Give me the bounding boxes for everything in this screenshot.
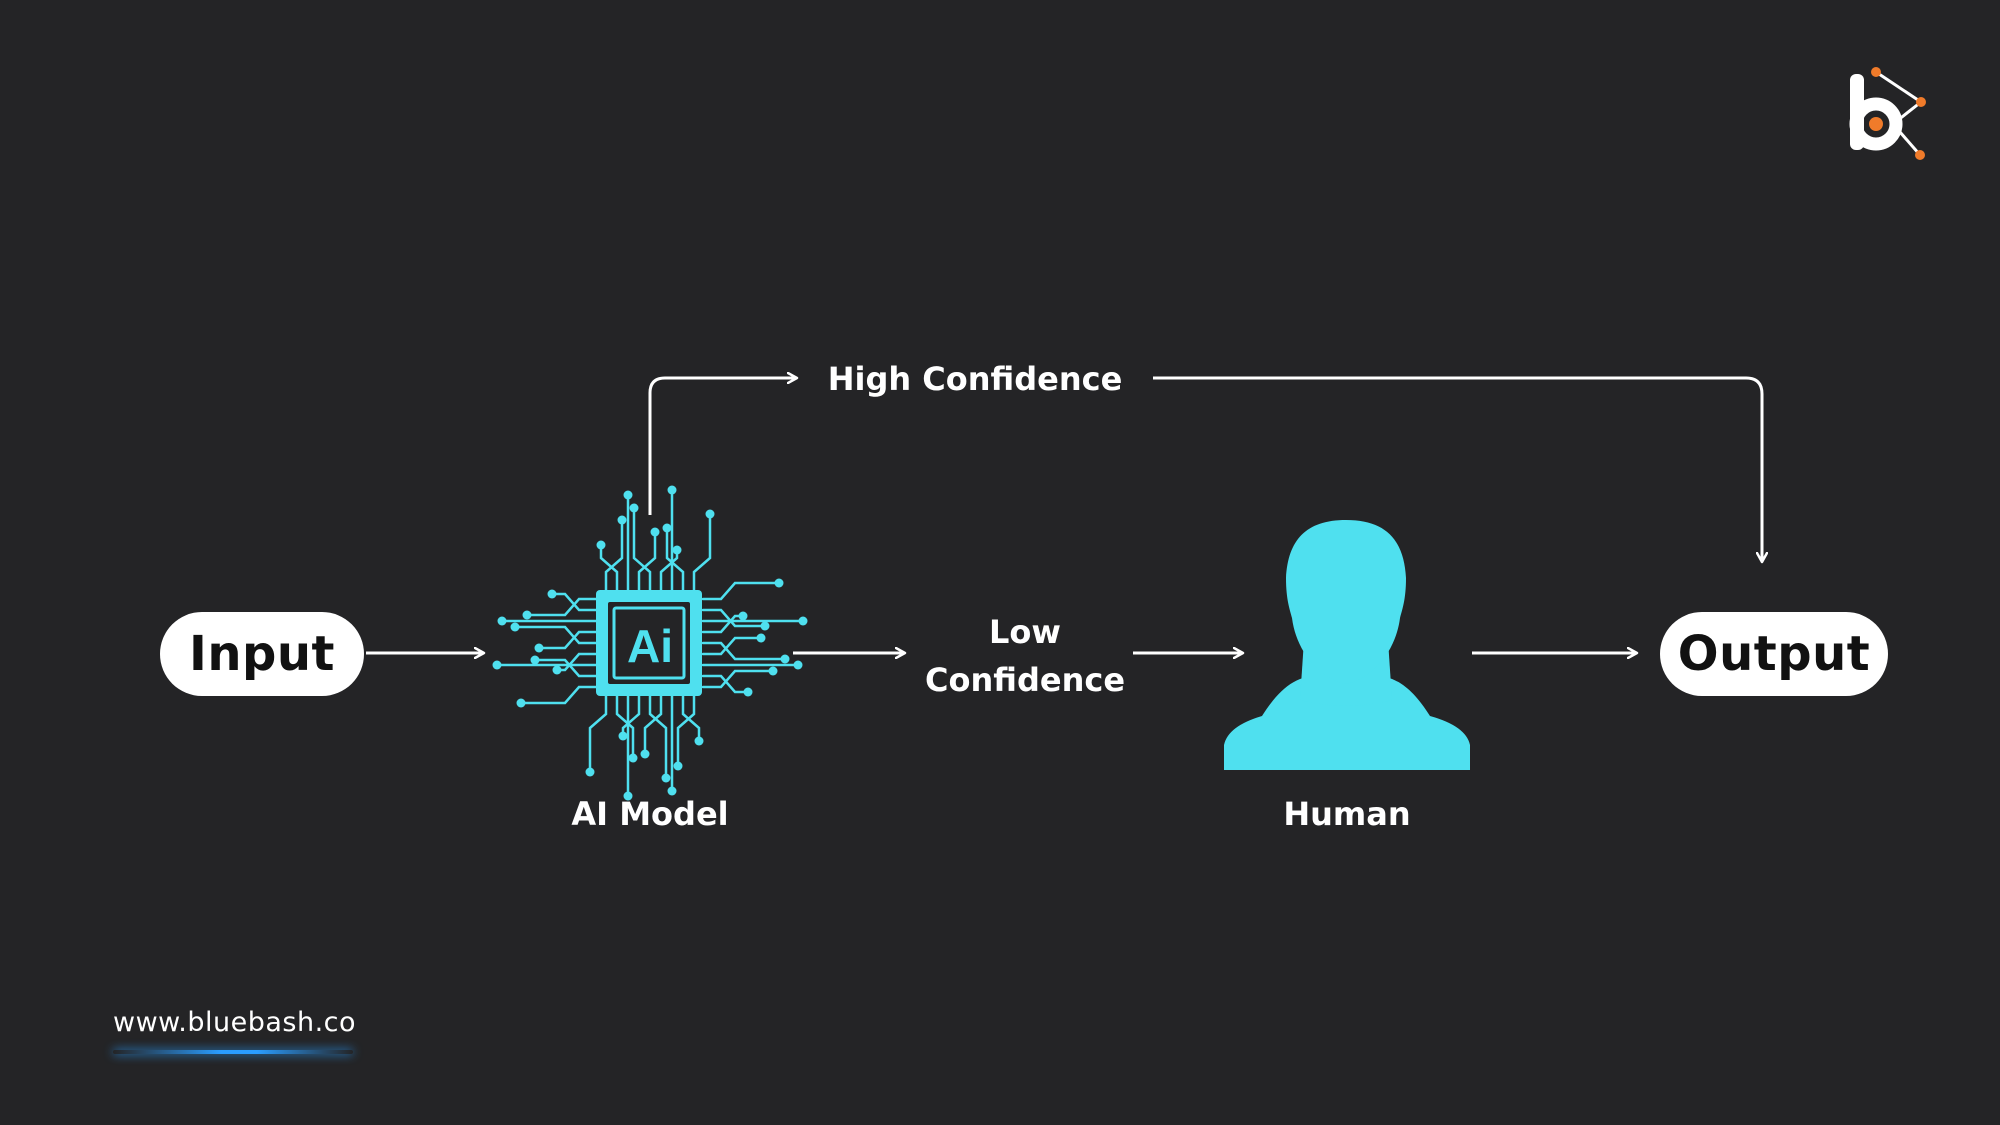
ai-model-label: AI Model xyxy=(571,795,729,833)
ai-chip-icon: Ai xyxy=(492,485,808,801)
low-confidence-line1: Low xyxy=(989,613,1061,651)
high-confidence-label: High Confidence xyxy=(827,360,1123,398)
arrow-ai-to-high-confidence xyxy=(648,378,797,515)
footer-url-glow xyxy=(113,1050,353,1054)
input-node: Input xyxy=(160,612,364,696)
output-node: Output xyxy=(1660,612,1888,696)
arrow-high-confidence-to-output xyxy=(1153,376,1762,562)
bluebash-logo xyxy=(1849,67,1926,160)
low-confidence-line2: Confidence xyxy=(924,661,1126,699)
human-label: Human xyxy=(1283,795,1411,833)
footer-url[interactable]: www.bluebash.co xyxy=(113,1007,357,1038)
low-confidence-label: Low Confidence xyxy=(900,608,1150,704)
ai-chip-label: Ai xyxy=(627,620,673,672)
human-silhouette-icon xyxy=(1224,520,1470,770)
